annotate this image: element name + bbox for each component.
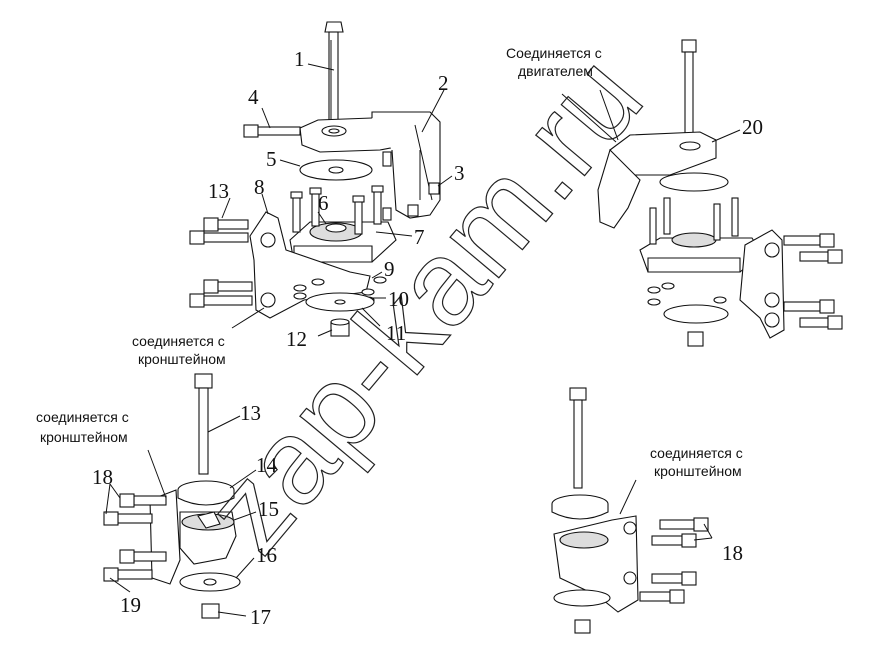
callout-11: 11 (386, 321, 406, 345)
part-11-lower-washer (305, 292, 375, 312)
caption-engine-line2: двигателем (518, 63, 593, 79)
part-3-bracket-bolts (382, 151, 440, 221)
caption-bracket-b-line2: кронштейном (40, 429, 128, 445)
leader-lines (105, 63, 741, 617)
callout-7: 7 (414, 225, 425, 249)
callout-4: 4 (248, 85, 259, 109)
callout-14: 14 (256, 453, 278, 477)
part-8-frame-bracket (249, 211, 371, 319)
callout-15: 15 (258, 497, 279, 521)
part-5-washer (299, 159, 373, 181)
callout-20: 20 (742, 115, 763, 139)
callout-1: 1 (294, 47, 305, 71)
caption-bracket-c-line1: соединяется с (650, 445, 743, 461)
callout-18-left: 18 (92, 465, 113, 489)
caption-bracket-a-line2: кронштейном (138, 351, 226, 367)
callout-2: 2 (438, 71, 449, 95)
callout-8: 8 (254, 175, 265, 199)
part-6-7-cushion-base (289, 185, 397, 263)
assembly-rear-mount-assembled (551, 387, 709, 634)
callout-16: 16 (256, 543, 277, 567)
part-4-side-bolt (243, 124, 301, 138)
caption-bracket-b-line1: соединяется с (36, 409, 129, 425)
callout-13-bottom: 13 (240, 401, 261, 425)
callout-18-right: 18 (722, 541, 743, 565)
callout-3: 3 (454, 161, 465, 185)
part-2-upper-bracket (299, 111, 441, 219)
assembly-front-mount-assembled (597, 39, 843, 347)
assembly-front-mount-exploded (189, 21, 441, 337)
callout-12: 12 (286, 327, 307, 351)
part-13-side-bolts (189, 217, 253, 308)
captions: Соединяется с двигателем соединяется с к… (36, 45, 743, 479)
callout-19: 19 (120, 593, 141, 617)
caption-bracket-a-line1: соединяется с (132, 333, 225, 349)
part-1-long-bolt (324, 21, 344, 131)
callout-5: 5 (266, 147, 277, 171)
assembly-rear-mount-exploded (103, 373, 241, 619)
callout-13-top: 13 (208, 179, 229, 203)
caption-bracket-c-line2: кронштейном (654, 463, 742, 479)
caption-engine-line1: Соединяется с (506, 45, 602, 61)
callout-numbers: 1 2 3 4 5 6 7 8 9 10 11 12 13 13 14 15 1… (92, 47, 763, 629)
callout-10: 10 (388, 287, 409, 311)
callout-17: 17 (250, 605, 271, 629)
callout-6: 6 (318, 191, 329, 215)
callout-9: 9 (384, 257, 395, 281)
part-12-nut (330, 318, 350, 337)
